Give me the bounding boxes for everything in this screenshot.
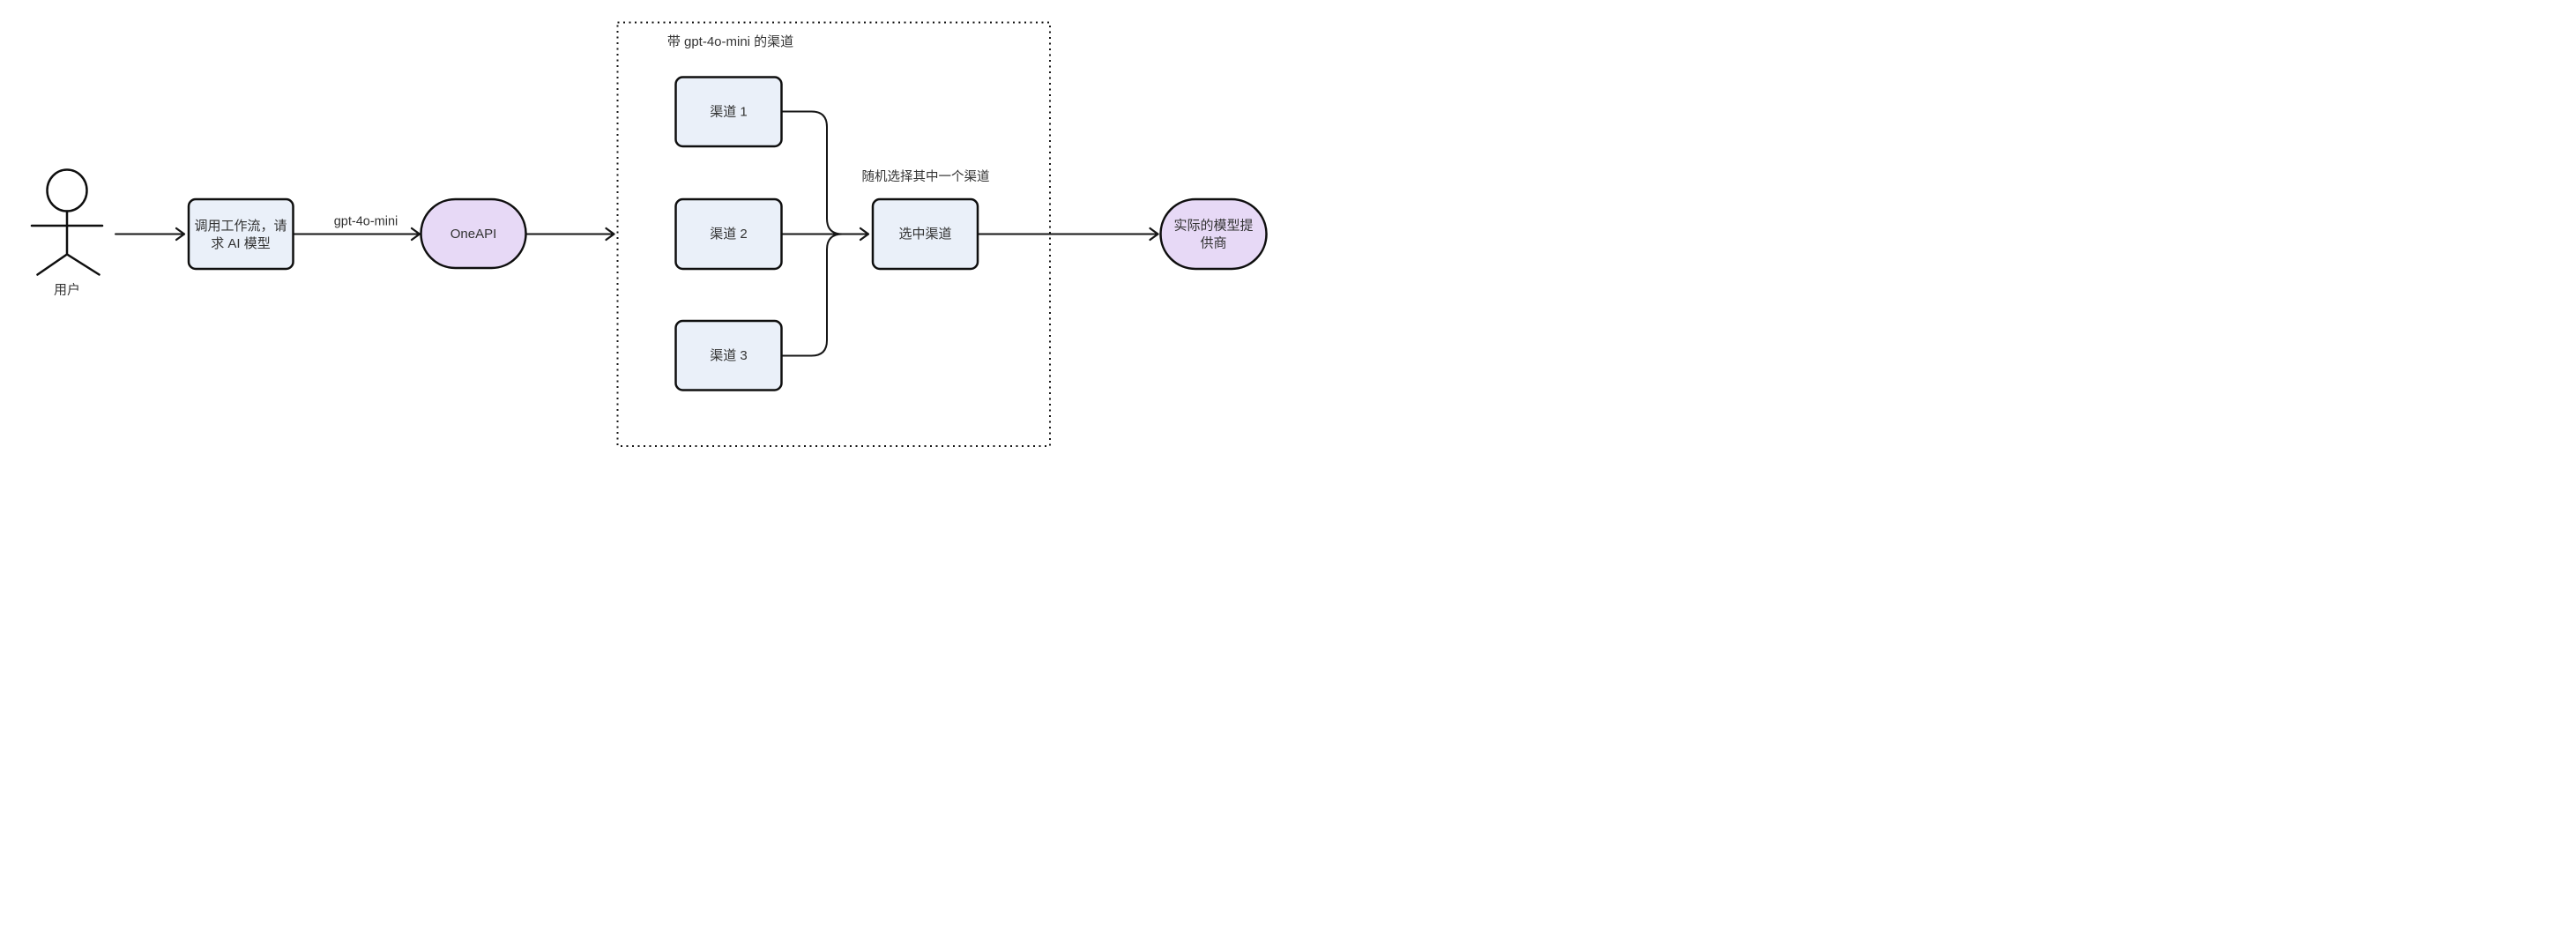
node-channel1: 渠道 1 [674, 76, 783, 148]
node-channel2-label: 渠道 2 [710, 227, 748, 242]
subgraph-dotted-border [616, 21, 1051, 447]
node-channel2-shape [674, 197, 783, 271]
flowchart-svg: 带 gpt-4o-mini 的渠道 gpt-4o-mini 随机选择其中一个渠道… [30, 21, 1268, 447]
subgraph-channels: 带 gpt-4o-mini 的渠道 [616, 21, 1051, 447]
node-channel1-label: 渠道 1 [710, 105, 748, 120]
node-oneapi: OneAPI [420, 197, 527, 270]
node-workflow: 调用工作流，请 求 AI 模型 [187, 197, 294, 271]
node-provider-label-line1: 实际的模型提 [1173, 219, 1253, 234]
node-provider-shape [1159, 197, 1268, 271]
node-provider-label-line2: 供商 [1200, 236, 1226, 251]
node-selected-channel-shape [871, 197, 979, 271]
node-channel3: 渠道 3 [674, 319, 783, 391]
actor-user: 用户 [30, 168, 104, 298]
node-provider: 实际的模型提 供商 [1159, 197, 1268, 271]
node-channel1-shape [674, 76, 783, 148]
node-oneapi-shape [420, 197, 527, 270]
node-workflow-label-line1: 调用工作流，请 [194, 219, 287, 234]
actor-user-label: 用户 [54, 283, 80, 298]
edges [115, 110, 1159, 357]
edge-label-random-select: 随机选择其中一个渠道 [862, 169, 990, 184]
edge-channel1-to-selected [780, 110, 852, 235]
user-actor-legs-icon [36, 253, 101, 276]
node-selected-channel: 选中渠道 [871, 197, 979, 271]
node-channel3-label: 渠道 3 [710, 348, 748, 363]
node-channel2: 渠道 2 [674, 197, 783, 271]
flowchart-canvas: 带 gpt-4o-mini 的渠道 gpt-4o-mini 随机选择其中一个渠道… [0, 0, 1288, 469]
node-workflow-shape [187, 197, 294, 271]
user-actor-head-icon [46, 168, 88, 212]
node-selected-channel-label: 选中渠道 [898, 227, 951, 242]
node-oneapi-label: OneAPI [450, 227, 497, 242]
edge-channel3-to-selected [779, 233, 852, 357]
subgraph-title: 带 gpt-4o-mini 的渠道 [667, 34, 793, 49]
node-workflow-label-line2: 求 AI 模型 [211, 236, 271, 251]
node-channel3-shape [674, 319, 783, 391]
edge-label-gpt-4o-mini: gpt-4o-mini [334, 215, 398, 229]
